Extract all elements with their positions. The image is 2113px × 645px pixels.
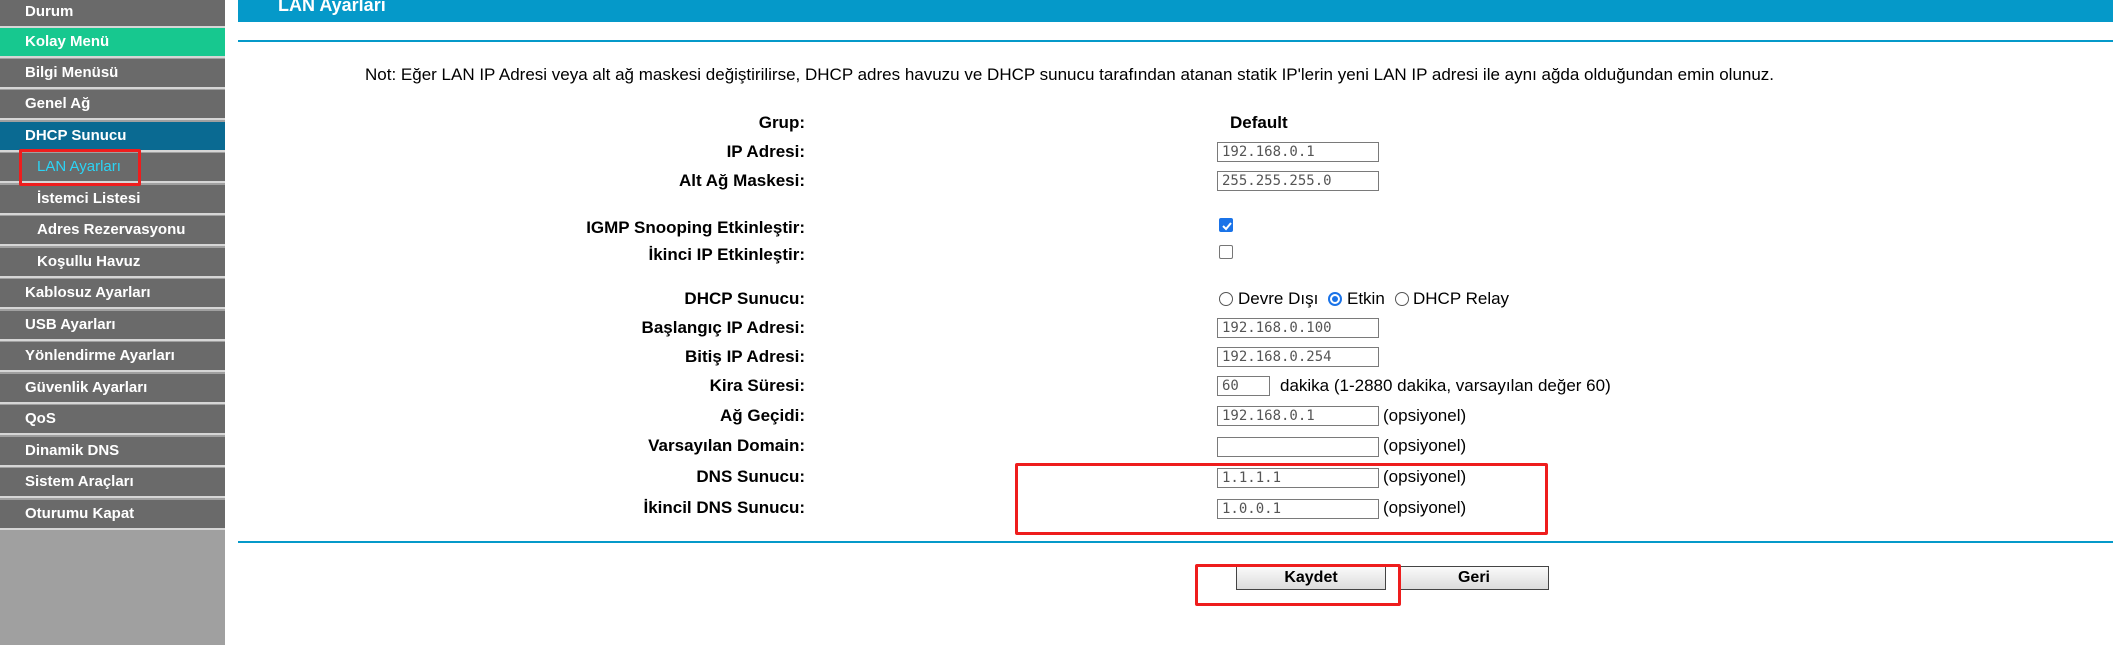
igmp-label: IGMP Snooping Etkinleştir: bbox=[586, 218, 805, 237]
lease-hint: dakika (1-2880 dakika, varsayılan değer … bbox=[1280, 376, 1611, 395]
page-header-bar: LAN Ayarları bbox=[238, 0, 2113, 22]
second-ip-checkbox[interactable] bbox=[1219, 245, 1233, 259]
dhcp-radio-enabled[interactable] bbox=[1328, 292, 1342, 306]
dns-label: DNS Sunucu: bbox=[696, 467, 805, 486]
sidebar-item-bilgi-menusu[interactable]: Bilgi Menüsü bbox=[0, 59, 225, 89]
end-ip-label: Bitiş IP Adresi: bbox=[685, 347, 805, 366]
ip-label: IP Adresi: bbox=[726, 142, 805, 161]
back-button[interactable]: Geri bbox=[1399, 566, 1549, 590]
sidebar-item-istemci-listesi[interactable]: İstemci Listesi bbox=[0, 185, 225, 215]
dns-hint: (opsiyonel) bbox=[1383, 467, 1467, 486]
check-icon bbox=[1222, 222, 1232, 231]
info-note: Not: Eğer LAN IP Adresi veya alt ağ mask… bbox=[365, 65, 1775, 84]
domain-hint: (opsiyonel) bbox=[1383, 436, 1467, 455]
lease-input[interactable]: 60 bbox=[1217, 376, 1270, 396]
ip-input[interactable]: 192.168.0.1 bbox=[1217, 142, 1379, 162]
dhcp-label: DHCP Sunucu: bbox=[684, 289, 805, 308]
sidebar-item-kolay-menu[interactable]: Kolay Menü bbox=[0, 28, 225, 58]
sidebar-item-genel-ag[interactable]: Genel Ağ bbox=[0, 90, 225, 120]
sidebar-item-durum[interactable]: Durum bbox=[0, 0, 225, 28]
start-ip-label: Başlangıç IP Adresi: bbox=[641, 318, 805, 337]
sidebar-item-yonlendirme-ayarlari[interactable]: Yönlendirme Ayarları bbox=[0, 342, 225, 372]
dns2-label: İkincil DNS Sunucu: bbox=[643, 498, 805, 517]
dns2-input[interactable]: 1.0.0.1 bbox=[1217, 499, 1379, 519]
domain-label: Varsayılan Domain: bbox=[648, 436, 805, 455]
dhcp-option-relay: DHCP Relay bbox=[1413, 289, 1510, 308]
mask-label: Alt Ağ Maskesi: bbox=[679, 171, 805, 190]
mask-input[interactable]: 255.255.255.0 bbox=[1217, 171, 1379, 191]
dhcp-option-enabled: Etkin bbox=[1347, 289, 1385, 308]
sidebar-item-kosullu-havuz[interactable]: Koşullu Havuz bbox=[0, 248, 225, 278]
domain-input[interactable] bbox=[1217, 437, 1379, 457]
sidebar-item-dhcp-sunucu[interactable]: DHCP Sunucu bbox=[0, 122, 225, 152]
sidebar: Durum Kolay Menü Bilgi Menüsü Genel Ağ D… bbox=[0, 0, 225, 645]
sidebar-item-lan-ayarlari[interactable]: LAN Ayarları bbox=[0, 153, 225, 183]
gateway-input[interactable]: 192.168.0.1 bbox=[1217, 406, 1379, 426]
page-title: LAN Ayarları bbox=[278, 0, 386, 15]
sidebar-item-dinamik-dns[interactable]: Dinamik DNS bbox=[0, 437, 225, 467]
igmp-checkbox[interactable] bbox=[1219, 218, 1233, 232]
start-ip-input[interactable]: 192.168.0.100 bbox=[1217, 318, 1379, 338]
save-button[interactable]: Kaydet bbox=[1236, 566, 1386, 590]
gateway-label: Ağ Geçidi: bbox=[719, 406, 805, 425]
dhcp-radio-relay[interactable] bbox=[1395, 292, 1409, 306]
sidebar-item-guvenlik-ayarlari[interactable]: Güvenlik Ayarları bbox=[0, 374, 225, 404]
sidebar-item-sistem-araclari[interactable]: Sistem Araçları bbox=[0, 468, 225, 498]
sidebar-item-oturumu-kapat[interactable]: Oturumu Kapat bbox=[0, 500, 225, 530]
gateway-hint: (opsiyonel) bbox=[1383, 406, 1467, 425]
end-ip-input[interactable]: 192.168.0.254 bbox=[1217, 347, 1379, 367]
group-label: Grup: bbox=[758, 113, 805, 132]
header-divider bbox=[238, 40, 2113, 42]
sidebar-item-kablosuz-ayarlari[interactable]: Kablosuz Ayarları bbox=[0, 279, 225, 309]
lease-label: Kira Süresi: bbox=[709, 376, 805, 395]
dhcp-option-disabled: Devre Dışı bbox=[1238, 289, 1319, 308]
dns-input[interactable]: 1.1.1.1 bbox=[1217, 468, 1379, 488]
second-ip-label: İkinci IP Etkinleştir: bbox=[648, 245, 805, 264]
form-divider bbox=[238, 541, 2113, 543]
sidebar-item-adres-rezervasyonu[interactable]: Adres Rezervasyonu bbox=[0, 216, 225, 246]
sidebar-item-qos[interactable]: QoS bbox=[0, 405, 225, 435]
sidebar-item-usb-ayarlari[interactable]: USB Ayarları bbox=[0, 311, 225, 341]
dns2-hint: (opsiyonel) bbox=[1383, 498, 1467, 517]
dhcp-radio-disabled[interactable] bbox=[1219, 292, 1233, 306]
group-value: Default bbox=[1230, 113, 1288, 132]
